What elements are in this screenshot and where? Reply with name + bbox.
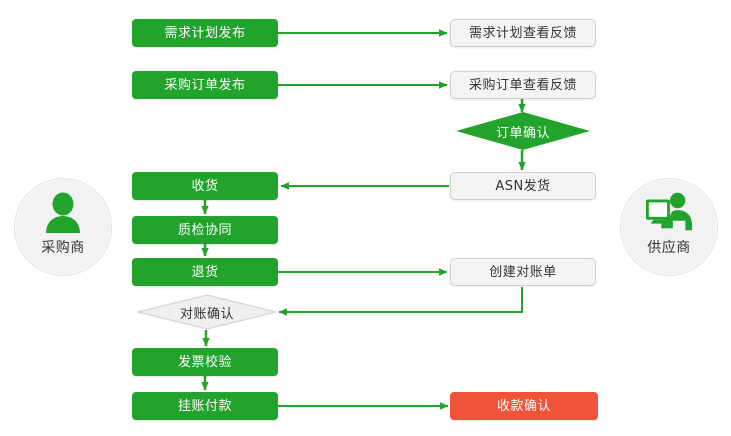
actor-buyer-label: 采购商 <box>41 240 85 256</box>
node-label: 收货 <box>191 178 219 194</box>
actor-buyer[interactable]: 采购商 <box>14 178 112 276</box>
node-label: 挂账付款 <box>177 398 232 414</box>
node-payment-confirm[interactable]: 收款确认 <box>450 392 598 420</box>
node-label: 发票校验 <box>177 354 232 370</box>
actor-supplier[interactable]: 供应商 <box>620 178 718 276</box>
node-label: 需求计划查看反馈 <box>468 25 577 41</box>
node-label: ASN发货 <box>495 178 551 194</box>
node-demand-plan-feedback[interactable]: 需求计划查看反馈 <box>450 19 596 47</box>
node-invoice-verify[interactable]: 发票校验 <box>132 348 278 376</box>
edge-create-statement-to-statement-confirm <box>278 287 523 316</box>
node-po-feedback[interactable]: 采购订单查看反馈 <box>450 71 596 99</box>
node-label: 退货 <box>191 264 219 280</box>
node-demand-plan-publish[interactable]: 需求计划发布 <box>132 19 278 47</box>
node-return-goods[interactable]: 退货 <box>132 258 278 286</box>
node-label: 创建对账单 <box>489 264 557 280</box>
node-label: 采购订单发布 <box>164 77 246 93</box>
node-order-confirm[interactable]: 订单确认 <box>456 112 590 150</box>
person-at-computer-icon <box>644 191 694 235</box>
node-quality-collab[interactable]: 质检协同 <box>132 216 278 244</box>
diamond-shape <box>456 112 590 150</box>
node-asn-shipment[interactable]: ASN发货 <box>450 172 596 200</box>
node-payable-payment[interactable]: 挂账付款 <box>132 392 278 420</box>
person-icon <box>38 191 88 235</box>
node-label: 需求计划发布 <box>164 25 246 41</box>
node-label: 收款确认 <box>496 398 551 414</box>
diamond-shape <box>137 294 277 330</box>
actor-supplier-label: 供应商 <box>647 240 691 256</box>
node-po-publish[interactable]: 采购订单发布 <box>132 71 278 99</box>
node-statement-confirm[interactable]: 对账确认 <box>137 294 277 330</box>
node-receiving[interactable]: 收货 <box>132 172 278 200</box>
node-label: 采购订单查看反馈 <box>468 77 577 93</box>
node-create-statement[interactable]: 创建对账单 <box>450 258 596 286</box>
node-label: 质检协同 <box>177 222 232 238</box>
